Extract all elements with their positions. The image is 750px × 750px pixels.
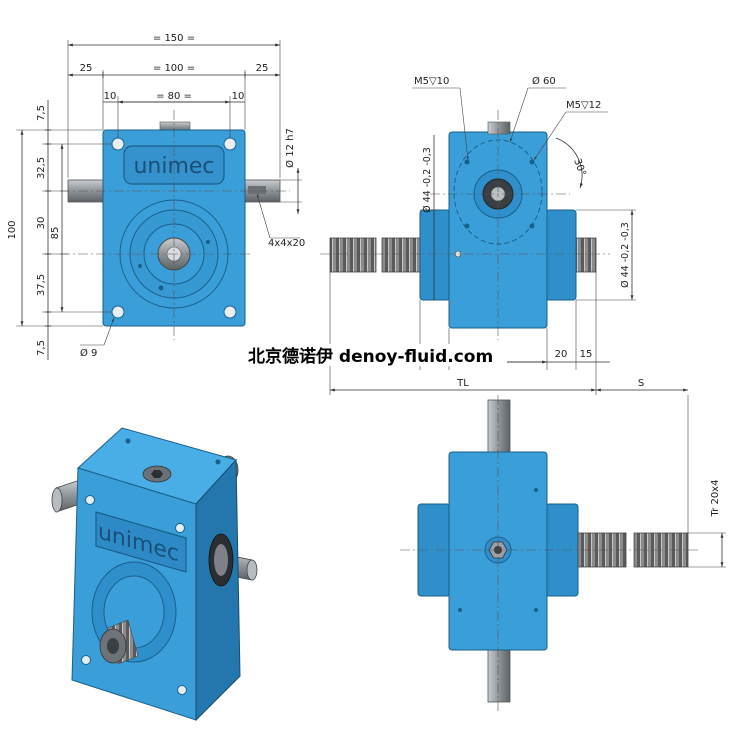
label-thread: Tr 20x4 [710,480,721,518]
iso-logo-plate [95,511,187,573]
lead-screw-left-2 [381,237,423,273]
dim-25-right: 25 [256,63,269,74]
dim-20-right: 20 [555,349,568,360]
dim-7-5-top: 7,5 [36,105,47,121]
label-30-degrees: 30° [571,157,587,177]
label-m5-12: M5▽12 [566,100,601,111]
iso-side-face [195,458,241,722]
dim-hole: Ø 9 [80,347,97,359]
watermark: 北京德诺伊 denoy-fluid.com [248,346,493,367]
isometric-view: unimec [51,427,258,722]
boss-left [419,209,451,301]
dim-tl: TL [456,378,469,389]
dim-100-v: 100 [7,220,18,239]
dim-s-right: S [638,378,644,389]
label-d44-right: Ø 44 -0,2 -0,3 [620,222,631,288]
dim-85: 85 [50,227,61,240]
lead-screw-right [573,237,597,273]
dim-7-5-bottom: 7,5 [36,340,47,356]
front-view: unimec = 150 = 25 = 100 = 25 10 = 80 = [7,33,305,360]
dim-15: 15 [580,349,593,360]
small-hole [138,264,142,268]
dim-10-left: 10 [104,91,117,102]
dim-80: = 80 = [156,91,192,102]
dim-10-right: 10 [232,91,245,102]
dim-key: 4x4x20 [268,238,305,249]
dim-25-left: 25 [80,63,93,74]
small-hole [158,285,164,291]
mount-hole [223,305,237,319]
label-d44-left: Ø 44 -0,2 -0,3 [422,147,433,213]
dim-shaft-diameter: Ø 12 h7 [284,128,296,168]
dim-100: = 100 = [153,63,195,74]
small-hole [206,240,210,244]
boss-right [545,209,577,301]
dim-32-5: 32,5 [36,157,47,179]
top-view-shaft-up [487,399,511,457]
label-m5-10: M5▽10 [414,76,449,87]
keyway [248,186,266,194]
dim-37-5: 37,5 [36,274,47,296]
top-view: Tr 20x4 [400,395,726,712]
dim-30: 30 [36,217,47,230]
lead-screw-left [329,237,377,273]
mount-hole [223,137,237,151]
label-d60: Ø 60 [532,75,556,87]
top-view-shaft-down [487,649,511,703]
mount-hole [111,137,125,151]
mount-hole [111,305,125,319]
dim-150: = 150 = [153,33,195,44]
